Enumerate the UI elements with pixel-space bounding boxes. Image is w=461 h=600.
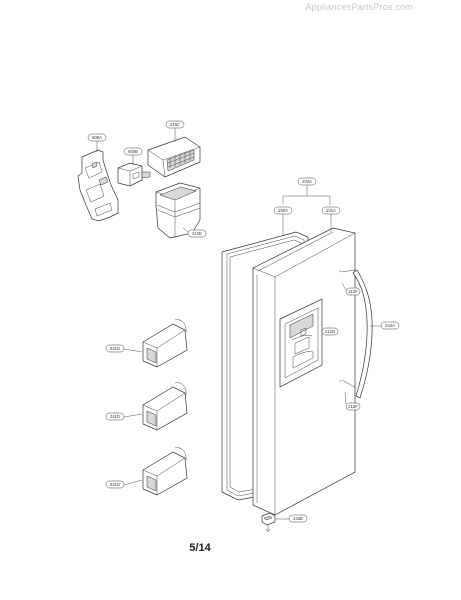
door-bin-middle <box>142 382 188 431</box>
callout-label: 241D <box>110 346 120 351</box>
auger-motor <box>117 162 151 187</box>
door-bin-top <box>142 319 188 368</box>
ice-bin-cover <box>147 136 201 178</box>
callout-labels: 606A 215C 600B 210E 203A 200A 201A 212F … <box>92 122 395 521</box>
callout-label: 244A <box>385 323 395 328</box>
callout-label: 201A <box>326 208 336 213</box>
freezer-door <box>252 227 356 516</box>
callout-label: 215C <box>170 122 180 127</box>
callout-label: 606A <box>92 135 102 140</box>
leader-lines <box>96 128 381 520</box>
ice-bucket-bracket <box>77 149 119 222</box>
callout-label: 212F <box>348 404 358 409</box>
callout-label: 200A <box>278 208 288 213</box>
callout-label: 210E <box>192 231 202 236</box>
ice-bucket <box>155 182 201 239</box>
callout-label: 243B <box>293 516 303 521</box>
callout-label: 212D <box>325 329 335 334</box>
page-number: 5/14 <box>189 542 211 554</box>
callout-label: 203A <box>302 179 312 184</box>
watermark: AppliancesPartsPros.com <box>305 2 413 12</box>
door-handle <box>340 269 373 399</box>
hinge-part <box>261 512 276 533</box>
door-bin-bottom <box>142 447 188 496</box>
callout-label: 212F <box>348 289 358 294</box>
callout-label: 241D <box>110 482 120 487</box>
callout-bubbles <box>87 120 400 523</box>
callout-label: 241D <box>110 414 120 419</box>
callout-label: 600B <box>128 149 138 154</box>
